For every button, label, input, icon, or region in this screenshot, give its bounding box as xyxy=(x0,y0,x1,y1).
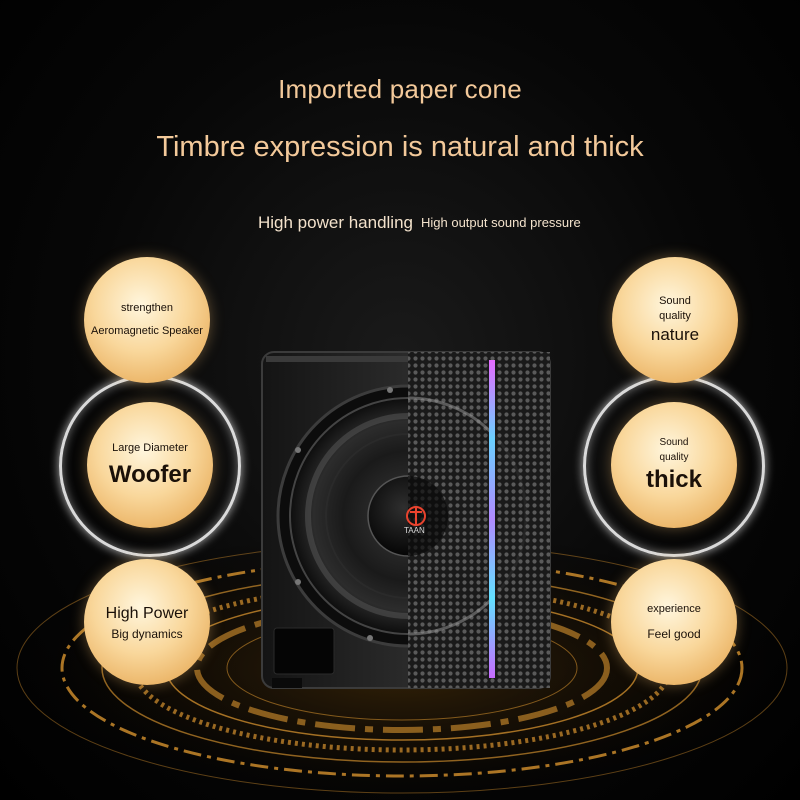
feature-badge-high-power: High Power Big dynamics xyxy=(84,559,210,685)
headline-secondary: Timbre expression is natural and thick xyxy=(156,131,644,163)
feature-badge-feel-good: experience Feel good xyxy=(611,559,737,685)
feature-badge-sound-thick: Sound quality thick xyxy=(611,402,737,528)
feature-badge-line2: quality xyxy=(659,310,691,322)
feature-badge-aeromagnetic: strengthen Aeromagnetic Speaker xyxy=(84,257,210,383)
feature-badge-sound-nature: Sound quality nature xyxy=(612,257,738,383)
subwoofer-speaker-image xyxy=(261,351,551,689)
feature-badge-line1: Sound xyxy=(659,295,691,307)
feature-badge-line2: quality xyxy=(659,452,689,463)
feature-badge-title: Aeromagnetic Speaker xyxy=(91,325,203,337)
headline-primary: Imported paper cone xyxy=(278,74,522,104)
subheading-power-handling: High power handling xyxy=(258,213,413,232)
feature-badge-subtitle: experience xyxy=(647,603,701,615)
speaker-logo-text: TAAN xyxy=(404,526,425,535)
feature-badge-subtitle: strengthen xyxy=(121,302,173,314)
feature-badge-woofer: Large Diameter Woofer xyxy=(87,402,213,528)
feature-badge-subtitle: Big dynamics xyxy=(111,626,183,641)
feature-badge-title: Woofer xyxy=(108,460,192,488)
feature-badge-title: nature xyxy=(650,325,700,344)
feature-badge-title: High Power xyxy=(105,604,189,622)
feature-badge-subtitle: Large Diameter xyxy=(112,441,188,454)
feature-badge-line1: Sound xyxy=(659,437,689,448)
feature-badge-title: thick xyxy=(645,466,702,493)
subheading-sound-pressure: High output sound pressure xyxy=(421,215,581,230)
feature-badge-title: Feel good xyxy=(647,627,701,641)
